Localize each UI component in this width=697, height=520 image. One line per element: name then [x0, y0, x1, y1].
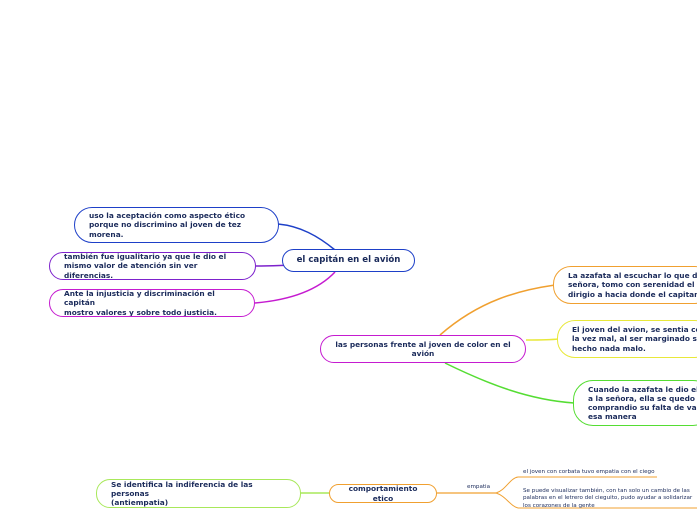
- capitan-child-aceptacion[interactable]: uso la aceptación como aspecto ético por…: [74, 207, 279, 243]
- topic-personas[interactable]: las personas frente al joven de color en…: [320, 335, 526, 363]
- connector-capitan-3: [254, 271, 336, 304]
- empatia-item-letrero[interactable]: Se puede visualizar también, con tan sol…: [523, 488, 693, 509]
- connector-empatia-2: [495, 492, 519, 509]
- empatia-label[interactable]: empatia: [467, 484, 491, 490]
- capitan-child-igualitario[interactable]: también fue igualitario ya que le dio el…: [49, 252, 256, 280]
- comportamiento-child-antiempatia[interactable]: Se identifica la indiferencia de las per…: [96, 479, 301, 508]
- connector-personas-1: [439, 284, 556, 336]
- topic-comportamiento[interactable]: comportamiento etico: [329, 484, 437, 503]
- connector-personas-2: [525, 338, 559, 341]
- empatia-item-corbata[interactable]: el joven con corbata tuvo empatia con el…: [523, 469, 655, 475]
- personas-child-azafata[interactable]: La azafata al escuchar lo que dec señora…: [553, 266, 697, 304]
- personas-child-joven[interactable]: El joven del avion, se sentia cor la vez…: [557, 320, 697, 358]
- connector-personas-3: [444, 362, 575, 404]
- connector-empatia-1: [495, 476, 519, 494]
- personas-child-senora[interactable]: Cuando la azafata le dio el a la señora,…: [573, 380, 697, 426]
- capitan-child-justicia[interactable]: Ante la injusticia y discriminación el c…: [49, 289, 255, 317]
- topic-capitan[interactable]: el capitán en el avión: [282, 249, 415, 272]
- connector-capitan-1: [277, 223, 336, 251]
